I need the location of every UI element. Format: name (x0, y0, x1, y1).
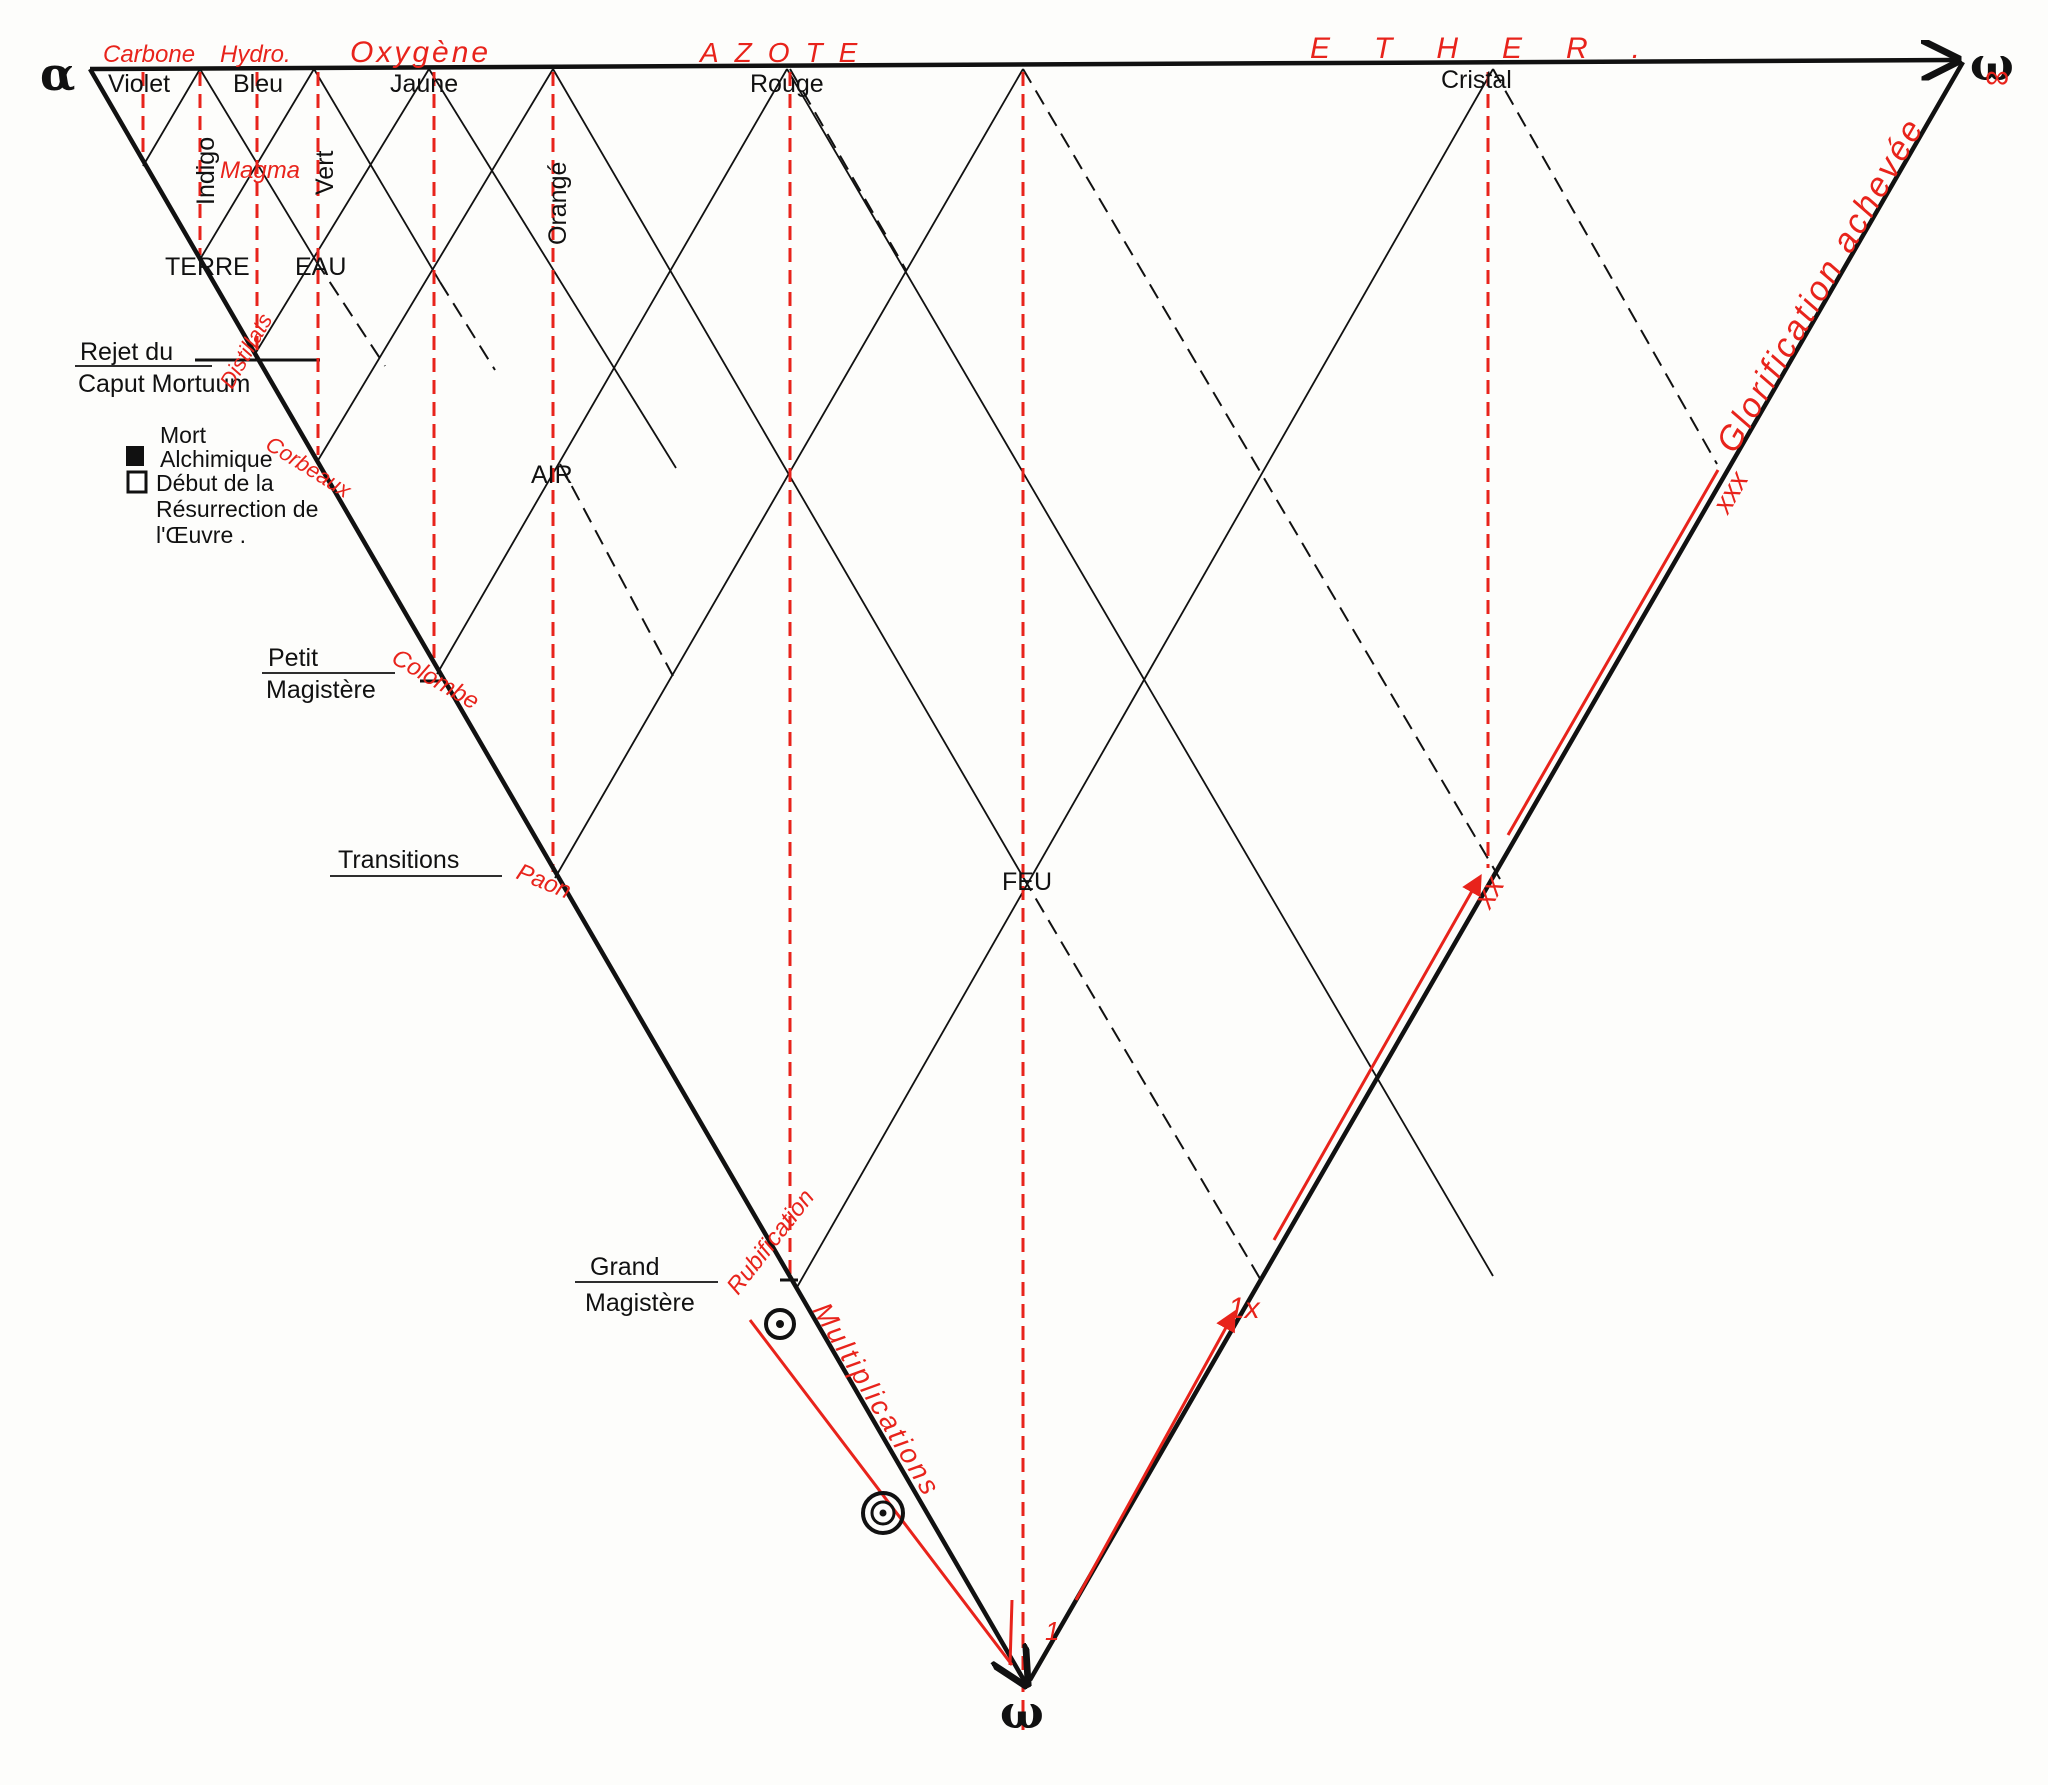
label-air: AIR (531, 461, 573, 489)
label-mort-line1: Mort (160, 422, 207, 448)
white-square-icon (126, 470, 148, 494)
label-indigo: Indigo (192, 137, 220, 205)
red-mark-1x: 1x (1228, 1292, 1261, 1325)
red-label-carbone: Carbone (103, 41, 195, 68)
red-label-multiplications: Multiplications (807, 1297, 947, 1502)
label-rejet-line1: Rejet du (80, 338, 173, 366)
red-label-paon: Paon (513, 859, 575, 905)
lattice-lines-falling (199, 68, 1494, 1277)
red-label-rubification: Rubification (721, 1184, 819, 1299)
red-vertical-dashes (141, 72, 1490, 1730)
red-label-magma: Magma (220, 157, 300, 184)
red-label-azote: AZOTE (698, 37, 873, 68)
red-label-ether: ETHER. (1310, 32, 1684, 65)
omega-top-symbol: ω (1970, 37, 2014, 91)
dashed-lattice-lines (315, 68, 1718, 1283)
label-vert: Vert (311, 150, 339, 195)
label-transitions: Transitions (338, 846, 459, 874)
label-feu: FEU (1002, 868, 1052, 896)
red-ascent-path (748, 469, 1720, 1666)
label-eau: EAU (295, 253, 346, 281)
label-petit-line1: Petit (268, 644, 318, 672)
red-label-glorification: Glorification achevée (1709, 110, 1932, 459)
red-mark-xxx: xxx (1705, 465, 1754, 519)
main-triangle-frame (88, 60, 1965, 1682)
double-sun-symbol-icon (861, 1491, 905, 1535)
label-rouge: Rouge (750, 70, 824, 98)
label-terre: TERRE (165, 253, 250, 281)
black-square-icon (126, 446, 144, 466)
label-jaune: Jaune (390, 70, 458, 98)
label-grand-line1: Grand (590, 1253, 659, 1281)
label-debut-line1: Début de la (156, 470, 274, 496)
label-grand-line2: Magistère (585, 1289, 695, 1317)
infinity-symbol: ∞ (1985, 58, 2009, 96)
label-rejet-line2: Caput Mortuum (78, 370, 250, 398)
alpha-symbol: α (40, 47, 75, 101)
red-label-oxygene: Oxygène (350, 36, 491, 69)
label-bleu: Bleu (233, 70, 283, 98)
label-petit-line2: Magistère (266, 676, 376, 704)
sun-symbol-icon (764, 1308, 796, 1340)
label-cristal: Cristal (1441, 66, 1512, 94)
omega-bottom-symbol: ω (1000, 1685, 1044, 1739)
label-debut-line2: Résurrection de (156, 496, 318, 522)
label-orange: Orangé (544, 162, 572, 245)
label-debut-line3: l'Œuvre . (156, 522, 246, 548)
red-mark-1: 1 (1045, 1616, 1059, 1646)
red-label-corbeaux: Corbeaux (261, 431, 356, 503)
label-violet: Violet (108, 70, 170, 98)
red-label-hydro: Hydro. (220, 41, 291, 68)
label-mort-line2: Alchimique (160, 446, 273, 472)
